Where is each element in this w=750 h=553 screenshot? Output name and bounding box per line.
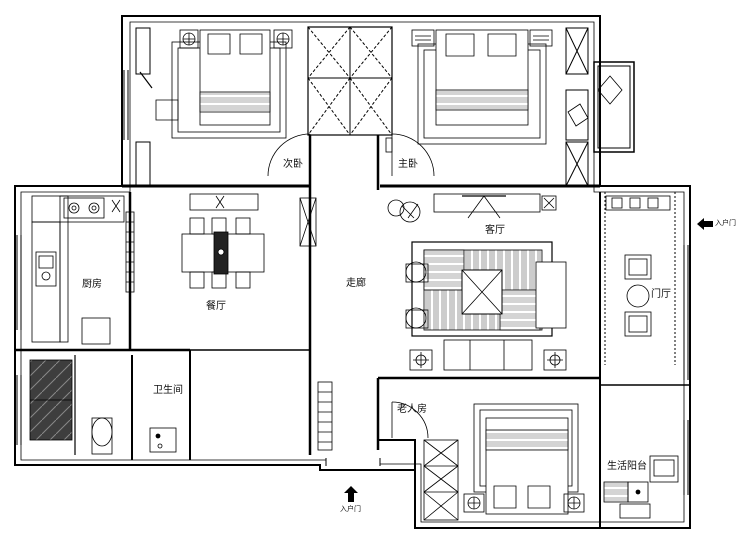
outer-wall-inner — [20, 21, 685, 523]
label-bathroom: 卫生间 — [153, 385, 183, 396]
label-corridor: 走廊 — [346, 278, 366, 289]
label-master-bedroom: 主卧 — [398, 159, 418, 170]
label-second-bedroom: 次卧 — [283, 159, 303, 170]
label-utility-balcony: 生活阳台 — [607, 461, 647, 472]
label-living-room: 客厅 — [485, 225, 505, 236]
outer-wall — [14, 15, 691, 529]
label-foyer: 门厅 — [651, 289, 671, 300]
label-kitchen: 厨房 — [82, 279, 102, 290]
arrow-up-icon — [344, 486, 358, 504]
label-dining-room: 餐厅 — [206, 301, 226, 312]
label-entrance-right: 入户门 — [715, 219, 736, 227]
label-entrance-bottom: 入户门 — [340, 505, 361, 513]
arrow-left-icon — [697, 218, 713, 232]
label-elder-room: 老人房 — [397, 404, 427, 415]
